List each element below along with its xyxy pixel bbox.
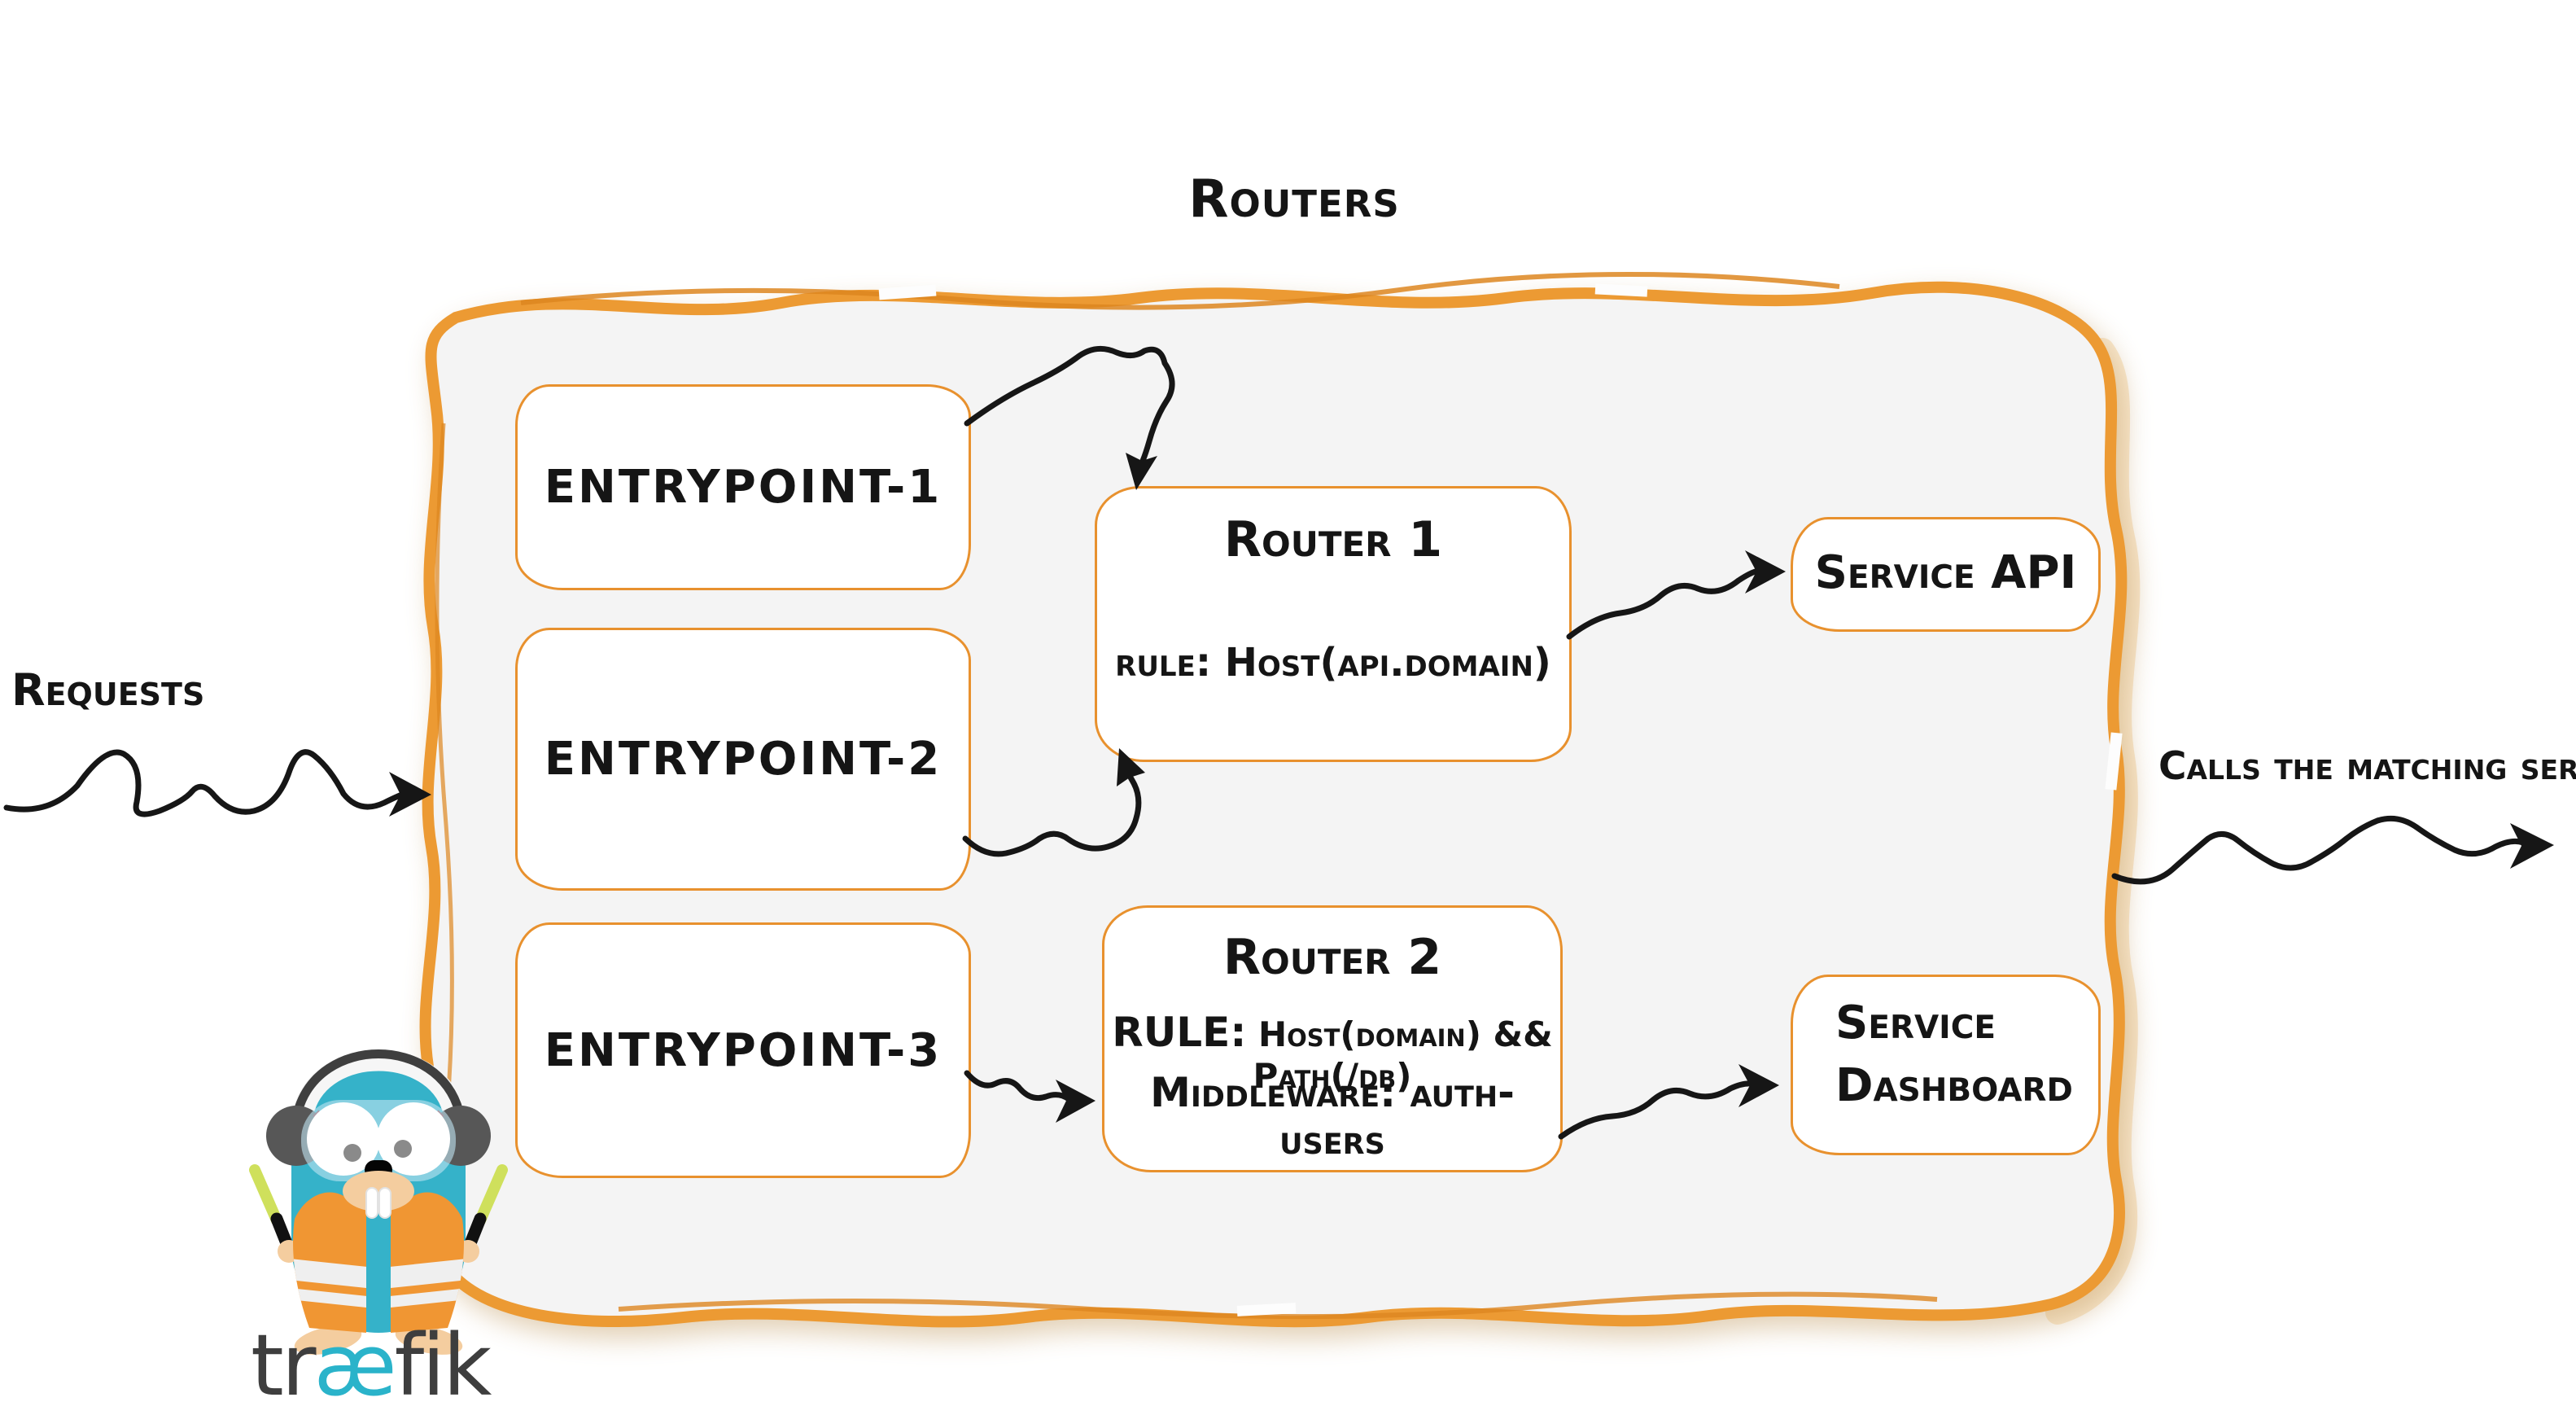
service-dashboard-label-line1: Service [1835, 997, 1996, 1049]
entrypoint1-to-router1-arrow-line [964, 345, 1175, 464]
gopher-muzzle [343, 1171, 414, 1211]
container-marker-gap [878, 284, 937, 300]
container-marker-gap [2105, 732, 2123, 791]
router-2-rule-label: RULE: [1112, 1009, 1247, 1056]
gopher-tooth-left [365, 1187, 378, 1219]
entrypoint3-to-router2-arrow-line [964, 1070, 1072, 1102]
container-halo [2045, 338, 2141, 1325]
calls-arrowhead [2510, 823, 2554, 869]
router-1-rule: rule: Host(api.domain) [1115, 640, 1551, 686]
entrypoint-1-label: entrypoint-1 [544, 461, 942, 514]
container-sketch-stroke-bottom [618, 1291, 1938, 1320]
requests-arrowhead [389, 772, 431, 817]
gopher-baton-left [249, 1164, 282, 1226]
service-api-box: Service API [1791, 517, 2101, 632]
requests-arrow-line [3, 749, 412, 817]
gopher-baton-right [475, 1164, 508, 1226]
entrypoint2-to-router1-arrow-line [962, 767, 1142, 857]
gopher-foot-right [395, 1325, 463, 1355]
calls-arrow-line [2111, 815, 2526, 885]
service-dashboard-label-line2: Dashboard [1835, 1059, 2073, 1112]
router-1-name: Router 1 [1223, 511, 1443, 568]
router2-to-servicedashboard-arrowhead [1738, 1064, 1779, 1107]
router-2-box: Router 2 RULE: Host(domain) && Path(/db)… [1102, 905, 1563, 1172]
router-1-box: Router 1 rule: Host(api.domain) [1095, 486, 1572, 762]
entrypoint-3-label: entrypoint-3 [544, 1023, 942, 1077]
traefik-gopher-logo [249, 1049, 508, 1355]
entrypoint1-to-router1-arrowhead [1126, 453, 1157, 490]
gopher-vest-left-panel [293, 1192, 366, 1333]
gopher-pupil-left [343, 1144, 361, 1162]
entrypoint3-to-router2-arrowhead [1056, 1080, 1096, 1123]
service-api-label: Service API [1814, 545, 2077, 599]
diagram-title: Routers [1188, 169, 1400, 230]
wordmark-fik: fik [394, 1316, 492, 1415]
service-dashboard-box: Service Dashboard [1791, 975, 2101, 1155]
calls-the-matching-server-label: Calls the matching server [2158, 744, 2576, 789]
container-marker-gap [1594, 283, 1648, 297]
gopher-baton-right-handle [464, 1212, 487, 1250]
entrypoint-1-box: entrypoint-1 [515, 384, 971, 590]
traefik-wordmark: træfik [251, 1316, 492, 1415]
container-marker-gap [1236, 1303, 1297, 1316]
gopher-pupil-right [394, 1140, 412, 1158]
wordmark-tr: tr [251, 1316, 317, 1415]
wordmark-ae: æ [313, 1316, 397, 1415]
router2-to-servicedashboard-arrow-line [1558, 1080, 1755, 1140]
router1-to-serviceapi-arrow-line [1566, 567, 1761, 640]
router1-to-serviceapi-arrowhead [1745, 550, 1786, 594]
router-2-name: Router 2 [1222, 929, 1442, 986]
gopher-baton-left-handle [270, 1212, 293, 1250]
entrypoint-3-box: entrypoint-3 [515, 922, 971, 1178]
entrypoint-2-label: entrypoint-2 [544, 733, 942, 786]
router-2-middleware: Middleware: auth-users [1150, 1069, 1515, 1163]
entrypoint-2-box: entrypoint-2 [515, 628, 971, 891]
gopher-eye-left [307, 1102, 380, 1176]
container-sketch-stroke-top [520, 271, 1840, 310]
requests-label: Requests [11, 664, 205, 716]
gopher-foot-left [294, 1325, 362, 1355]
gopher-tooth-right [378, 1187, 391, 1219]
